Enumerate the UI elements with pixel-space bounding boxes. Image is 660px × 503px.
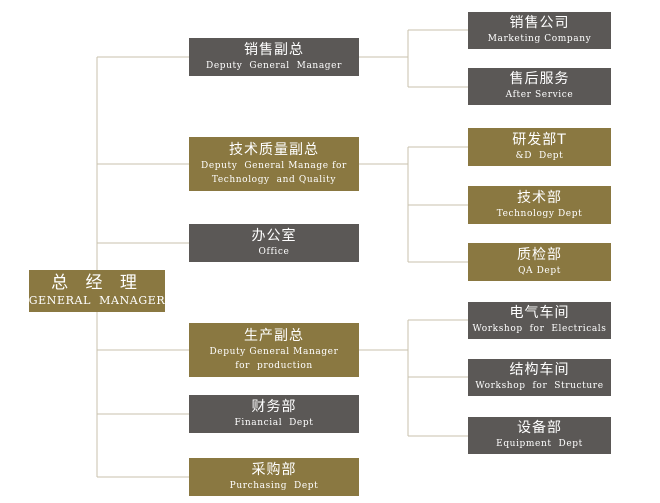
equipment-dept-box: 设备部 Equipment Dept xyxy=(468,417,611,454)
equipment-dept-en: Equipment Dept xyxy=(496,439,583,449)
qa-dept-en: QA Dept xyxy=(518,265,561,276)
after-service-cn: 售后服务 xyxy=(509,71,570,87)
structure-workshop-box: 结构车间 Workshop for Structure xyxy=(468,359,611,396)
office-en: Office xyxy=(258,246,290,257)
after-service-en: After Service xyxy=(505,90,574,100)
deputy-production-box: 生产副总 Deputy General Manager for producti… xyxy=(189,323,359,377)
structure-workshop-cn: 结构车间 xyxy=(509,362,570,378)
marketing-company-en: Marketing Company xyxy=(487,34,592,44)
technology-dept-en: Technology Dept xyxy=(496,208,583,219)
technology-dept-box: 技术部 Technology Dept xyxy=(468,186,611,224)
after-service-box: 售后服务 After Service xyxy=(468,68,611,105)
general-manager-en: GENERAL MANAGER xyxy=(28,294,166,307)
general-manager-cn: 总 经 理 xyxy=(51,273,143,293)
office-cn: 办公室 xyxy=(251,227,297,244)
office-box: 办公室 Office xyxy=(189,224,359,262)
marketing-company-box: 销售公司 Marketing Company xyxy=(468,12,611,49)
deputy-sales-en: Deputy General Manager xyxy=(206,60,342,71)
rd-dept-cn: 研发部T xyxy=(512,131,567,148)
rd-dept-en: &D Dept xyxy=(515,150,564,161)
electricals-workshop-cn: 电气车间 xyxy=(509,305,570,321)
financial-dept-box: 财务部 Financial Dept xyxy=(189,395,359,433)
deputy-tech-quality-box: 技术质量副总 Deputy General Manage for Technol… xyxy=(189,137,359,191)
technology-dept-cn: 技术部 xyxy=(517,189,562,206)
deputy-sales-box: 销售副总 Deputy General Manager xyxy=(189,38,359,76)
electricals-workshop-box: 电气车间 Workshop for Electricals xyxy=(468,302,611,339)
purchasing-dept-cn: 采购部 xyxy=(251,461,297,478)
deputy-tech-quality-cn: 技术质量副总 xyxy=(229,141,319,158)
purchasing-dept-en: Purchasing Dept xyxy=(229,480,319,491)
financial-dept-cn: 财务部 xyxy=(251,398,297,415)
structure-workshop-en: Workshop for Structure xyxy=(475,381,604,391)
deputy-tech-quality-en: Deputy General Manage for Technology and… xyxy=(201,160,347,185)
rd-dept-box: 研发部T &D Dept xyxy=(468,128,611,166)
deputy-production-cn: 生产副总 xyxy=(244,327,304,344)
purchasing-dept-box: 采购部 Purchasing Dept xyxy=(189,458,359,496)
financial-dept-en: Financial Dept xyxy=(234,417,314,428)
deputy-production-en: Deputy General Manager for production xyxy=(209,346,339,371)
deputy-sales-cn: 销售副总 xyxy=(244,41,304,58)
qa-dept-cn: 质检部 xyxy=(517,246,562,263)
marketing-company-cn: 销售公司 xyxy=(509,15,570,31)
general-manager-box: 总 经 理 GENERAL MANAGER xyxy=(29,270,165,312)
qa-dept-box: 质检部 QA Dept xyxy=(468,243,611,281)
electricals-workshop-en: Workshop for Electricals xyxy=(472,324,607,334)
equipment-dept-cn: 设备部 xyxy=(517,420,562,436)
